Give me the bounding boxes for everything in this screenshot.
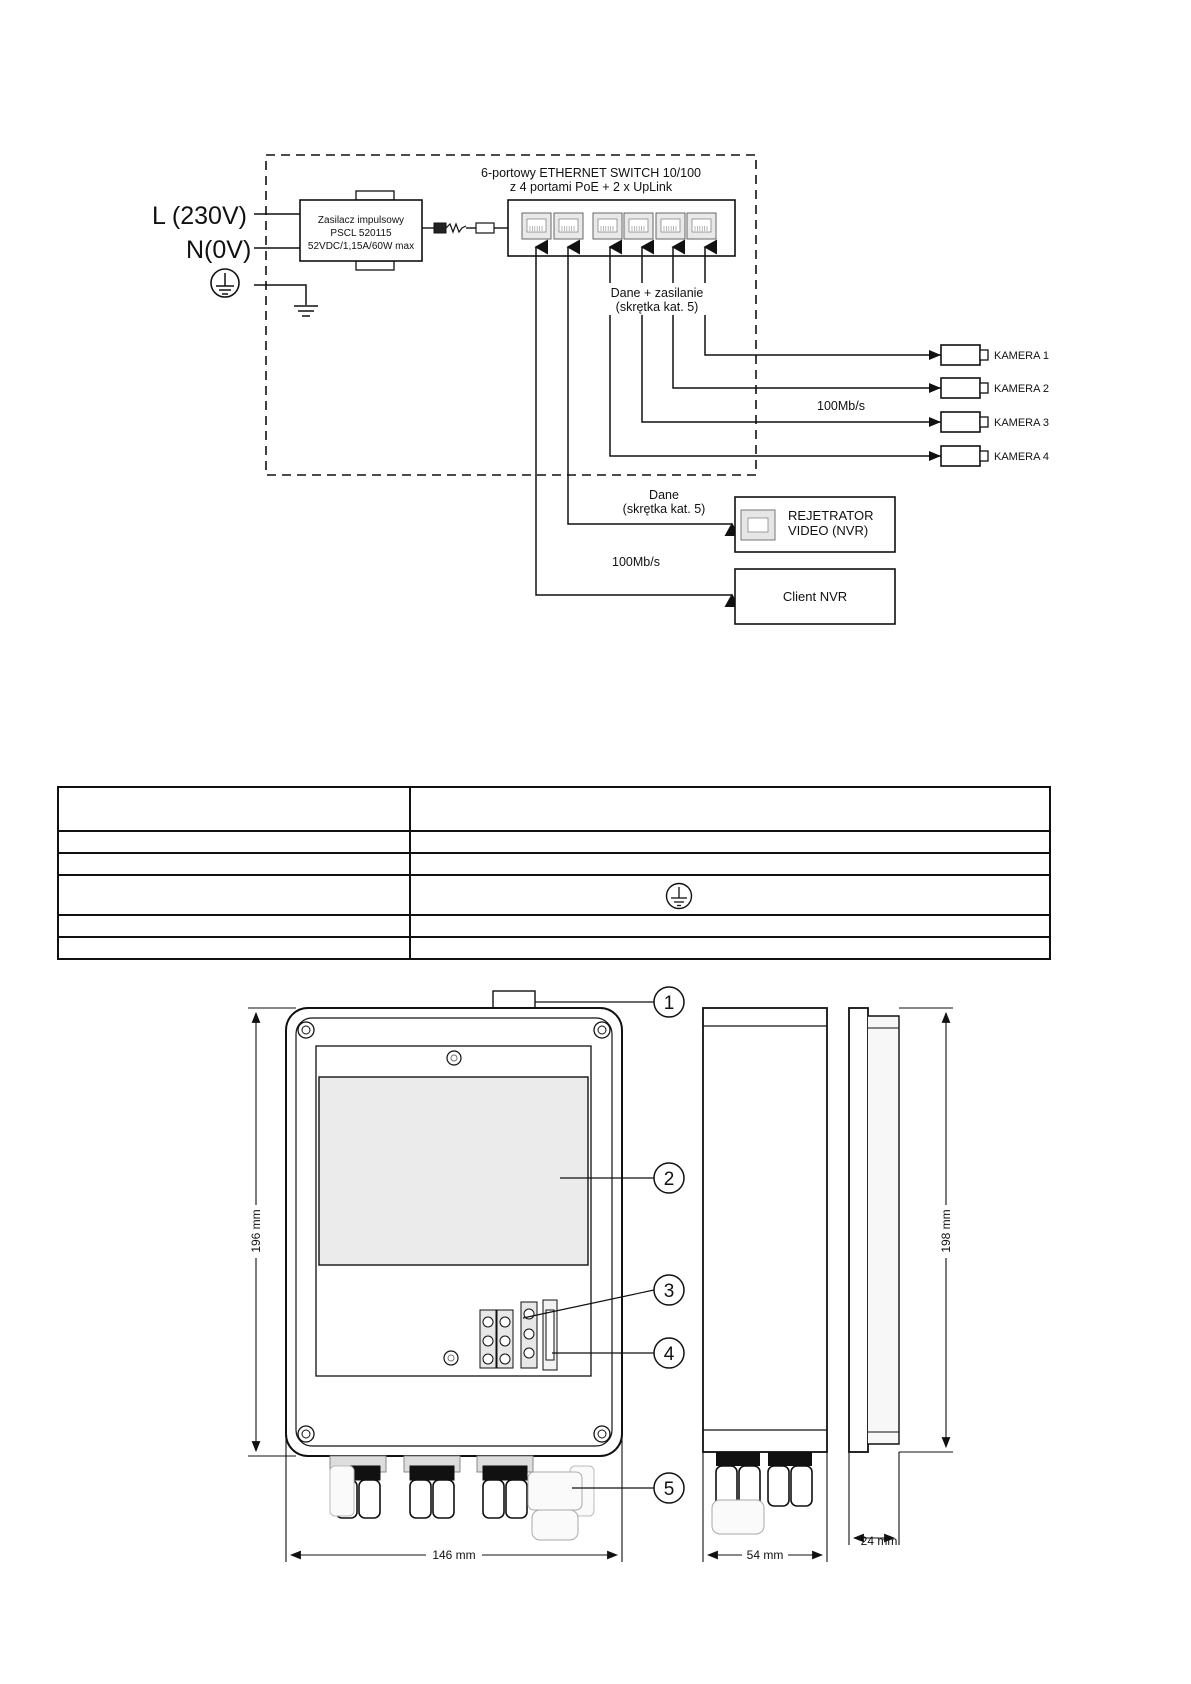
poe-label-line1: Dane + zasilanie: [611, 286, 704, 300]
camera-2: KAMERA 2: [929, 377, 1049, 399]
psu-line2: PSCL 520115: [330, 228, 392, 239]
cable-camera-3: [640, 239, 941, 423]
mounting-screw-icon: [593, 1425, 611, 1443]
callout-number: 5: [664, 1479, 675, 1500]
cable-camera-1: [703, 239, 941, 356]
psu-line3: 52VDC/1,15A/60W max: [308, 241, 414, 252]
neutral-label: N(0V): [186, 236, 251, 264]
ethernet-switch: 6-portowy ETHERNET SWITCH 10/100 z 4 por…: [481, 166, 736, 257]
rj45-port-icon: [592, 212, 623, 240]
dim-lid: 24 mm: [861, 1534, 898, 1548]
ground-icon: [294, 305, 318, 317]
table-cell: [57, 914, 411, 938]
camera-label: KAMERA 2: [994, 383, 1049, 395]
uplink-cabling: [534, 239, 740, 607]
poe-speed-label: 100Mb/s: [817, 399, 865, 413]
table-cell: [57, 936, 411, 960]
protective-earth-icon: [210, 268, 240, 298]
earth-wire: [254, 284, 307, 305]
data-label-line1: Dane: [649, 488, 679, 502]
callout-number: 3: [664, 1281, 675, 1302]
callout-number: 1: [664, 993, 675, 1014]
dc-power-lead: [422, 222, 508, 234]
rj45-port-icon: [521, 212, 552, 240]
rj45-port-icon: [553, 212, 584, 240]
cable-camera-2: [671, 239, 941, 389]
callout-1: 1: [535, 986, 685, 1018]
front-dimensions: [248, 1007, 623, 1562]
dim-height-front: 196 mm: [249, 1209, 263, 1252]
cable-client: [534, 239, 740, 607]
table-cell: [409, 914, 1051, 938]
side-dimensions: [702, 1452, 828, 1562]
side-view: [702, 1007, 828, 1535]
mounting-screw-icon: [593, 1021, 611, 1039]
switch-title-line2: z 4 portami PoE + 2 x UpLink: [510, 180, 673, 194]
table-cell: [409, 874, 1051, 916]
table-cell: [57, 830, 411, 854]
plate-screw-icon: [443, 1050, 462, 1366]
client-label: Client NVR: [783, 589, 847, 604]
terminal-block: [479, 1301, 538, 1369]
cable-glands: [329, 1455, 595, 1541]
psu-line1: Zasilacz impulsowy: [318, 215, 404, 226]
table-cell: [409, 830, 1051, 854]
protective-earth-icon: [665, 882, 693, 910]
wiring-diagram: L (230V) N(0V) Zasilacz impulsowy PSCL 5…: [152, 154, 1049, 625]
mounting-screw-icon: [297, 1021, 315, 1039]
client-nvr: Client NVR: [734, 568, 896, 625]
dim-depth-side: 54 mm: [747, 1548, 784, 1562]
table-cell: [57, 874, 411, 916]
data-speed-label: 100Mb/s: [612, 555, 660, 569]
table-cell: [57, 852, 411, 876]
nvr-recorder: REJETRATOR VIDEO (NVR): [734, 496, 896, 553]
enclosure-boundary: [265, 154, 757, 476]
callout-4: 4: [552, 1337, 685, 1369]
mounting-screw-icon: [297, 1425, 315, 1443]
lid-view: [848, 1007, 900, 1453]
table-cell: [409, 852, 1051, 876]
camera-3: KAMERA 3: [929, 411, 1049, 433]
dim-width-front: 146 mm: [432, 1548, 475, 1562]
camera-1: KAMERA 1: [929, 344, 1049, 366]
camera-label: KAMERA 1: [994, 350, 1049, 362]
cable-camera-4: [608, 239, 941, 457]
camera-label: KAMERA 4: [994, 451, 1049, 463]
poe-cabling: [608, 239, 941, 457]
camera-4: KAMERA 4: [929, 445, 1049, 467]
housing-inner: [295, 1017, 613, 1447]
switch-title-line1: 6-portowy ETHERNET SWITCH 10/100: [481, 166, 701, 180]
dim-height-side: 198 mm: [939, 1209, 953, 1252]
lid-dimensions: [848, 1007, 953, 1545]
camera-label: KAMERA 3: [994, 417, 1049, 429]
poe-label-line2: (skrętka kat. 5): [616, 300, 699, 314]
mounting-plate: [315, 1045, 592, 1377]
callout-5: 5: [572, 1472, 685, 1504]
callout-3: 3: [522, 1274, 685, 1319]
top-connector: [492, 990, 536, 1011]
data-label-line2: (skrętka kat. 5): [623, 502, 706, 516]
fuse-holder: [542, 1299, 558, 1371]
terminal-table: [57, 786, 1051, 960]
housing-outer: [285, 1007, 623, 1457]
nvr-line1: REJETRATOR: [788, 508, 873, 523]
table-cell: [409, 936, 1051, 960]
callout-number: 2: [664, 1169, 675, 1190]
callout-2: 2: [560, 1162, 685, 1194]
front-view: [285, 990, 623, 1541]
rj45-port-icon: [655, 212, 686, 240]
rj45-port-icon: [686, 212, 717, 240]
power-supply-panel: [318, 1076, 589, 1266]
live-label: L (230V): [152, 202, 247, 230]
table-cell: [409, 786, 1051, 832]
power-supply-module: Zasilacz impulsowy PSCL 520115 52VDC/1,1…: [299, 190, 423, 271]
nvr-line2: VIDEO (NVR): [788, 523, 868, 538]
rj45-port-icon: [623, 212, 654, 240]
callout-number: 4: [664, 1344, 675, 1365]
table-cell: [57, 786, 411, 832]
